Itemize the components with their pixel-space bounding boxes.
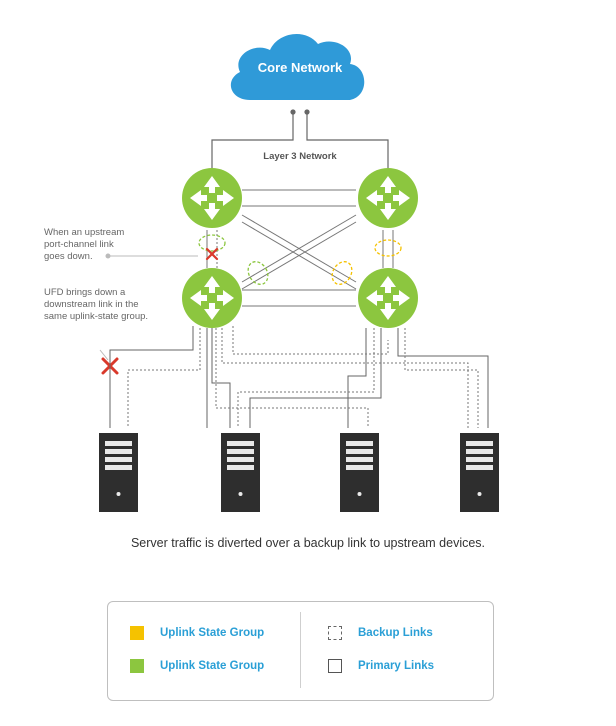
note-ufd-line: UFD brings down a: [44, 287, 126, 298]
upstream-failure-icon: [205, 247, 219, 261]
legend-label: Primary Links: [358, 660, 435, 672]
server-1: [99, 433, 138, 512]
legend-label: Backup Links: [358, 627, 433, 639]
legend-item-backup: Backup Links: [328, 626, 433, 640]
legend: Uplink State Group Uplink State Group Ba…: [107, 601, 494, 701]
router-top-right: [358, 168, 418, 228]
router-bottom-right: [358, 268, 418, 328]
core-network-cloud: Core Network: [230, 33, 365, 100]
note-ufd-line: same uplink-state group.: [44, 311, 149, 322]
note-upstream-line: When an upstream: [44, 227, 125, 238]
note-upstream-line: goes down.: [44, 251, 93, 262]
router-top-left: [182, 168, 242, 228]
note-upstream: When an upstream port-channel link goes …: [44, 227, 124, 263]
backup-links: [127, 326, 479, 428]
cloud-label: Core Network: [258, 60, 343, 75]
uplink-state-rings: [198, 234, 402, 285]
note-ufd: UFD brings down a downstream link in the…: [44, 287, 148, 323]
legend-label: Uplink State Group: [160, 660, 265, 672]
legend-item-uplink-yellow: Uplink State Group: [130, 626, 264, 640]
interconnect-links: [206, 189, 394, 307]
layer3-label: Layer 3 Network: [263, 151, 337, 162]
server-4: [460, 433, 499, 512]
yellow-swatch-icon: [130, 626, 144, 640]
annotation-leaders: [99, 253, 198, 361]
legend-label: Uplink State Group: [160, 627, 265, 639]
dashed-box-icon: [328, 626, 342, 640]
legend-item-uplink-green: Uplink State Group: [130, 659, 264, 673]
solid-box-icon: [328, 659, 342, 673]
server-3: [340, 433, 379, 512]
note-upstream-line: port-channel link: [44, 239, 114, 250]
legend-divider: [300, 612, 301, 688]
server-2: [221, 433, 260, 512]
note-ufd-line: downstream link in the: [44, 299, 139, 310]
primary-links: [109, 326, 489, 428]
router-bottom-left: [182, 268, 242, 328]
legend-item-primary: Primary Links: [328, 659, 434, 673]
green-swatch-icon: [130, 659, 144, 673]
core-uplinks: [211, 109, 389, 168]
diagram-caption: Server traffic is diverted over a backup…: [130, 536, 486, 550]
